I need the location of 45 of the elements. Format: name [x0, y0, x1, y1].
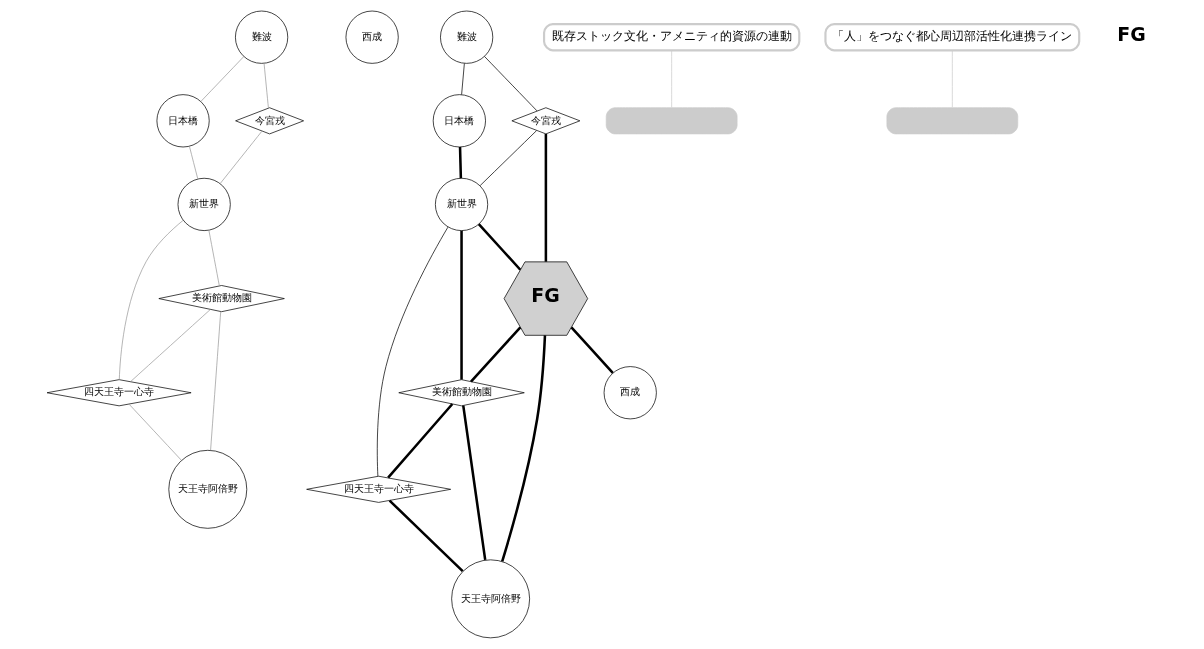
connector	[208, 229, 220, 287]
connector	[388, 499, 464, 573]
connector	[188, 146, 198, 180]
connector	[479, 130, 537, 186]
node-diamond: 四天王寺一心寺	[305, 475, 451, 503]
node-diamond: 四天王寺一心寺	[46, 379, 191, 407]
connector	[477, 223, 521, 271]
node-box: 「人」をつなぐ都心周辺部活性化連携ライン	[823, 23, 1080, 52]
node-circle: 難波	[234, 10, 288, 64]
connector	[483, 56, 537, 112]
node-band	[886, 107, 1018, 135]
node-diamond: 今宮戎	[234, 107, 304, 135]
connector	[670, 50, 672, 108]
node-circle: 日本橋	[156, 94, 210, 148]
node-circle: 天王寺阿倍野	[450, 559, 530, 639]
connector	[263, 63, 269, 109]
connector	[500, 335, 546, 562]
connector	[199, 56, 244, 102]
node-diamond: 美術館動物園	[397, 379, 525, 407]
connector	[459, 230, 463, 380]
connector	[128, 403, 182, 461]
node-diamond: 美術館動物園	[158, 285, 285, 313]
connector	[219, 130, 262, 184]
connector	[129, 309, 211, 382]
node-circle: 新世界	[177, 177, 231, 231]
connector	[386, 403, 453, 479]
node-band	[605, 107, 737, 135]
label: FG	[1116, 23, 1146, 46]
connector	[458, 147, 462, 179]
connector	[376, 226, 448, 477]
connector	[570, 326, 614, 374]
connector	[460, 63, 465, 95]
node-circle: 天王寺阿倍野	[167, 449, 247, 529]
node-box: 既存ストック文化・アメニティ的資源の連動	[542, 23, 800, 52]
connector	[461, 405, 486, 561]
connector	[209, 311, 221, 451]
connector	[544, 133, 547, 262]
connector	[118, 220, 183, 380]
node-circle: 難波	[439, 10, 493, 64]
node-circle: 日本橋	[432, 94, 486, 148]
node-circle: 新世界	[434, 177, 488, 231]
node-circle: 西成	[345, 10, 399, 64]
node-circle: 西成	[603, 366, 657, 420]
node-diamond: 今宮戎	[511, 107, 580, 135]
connector	[469, 326, 521, 383]
